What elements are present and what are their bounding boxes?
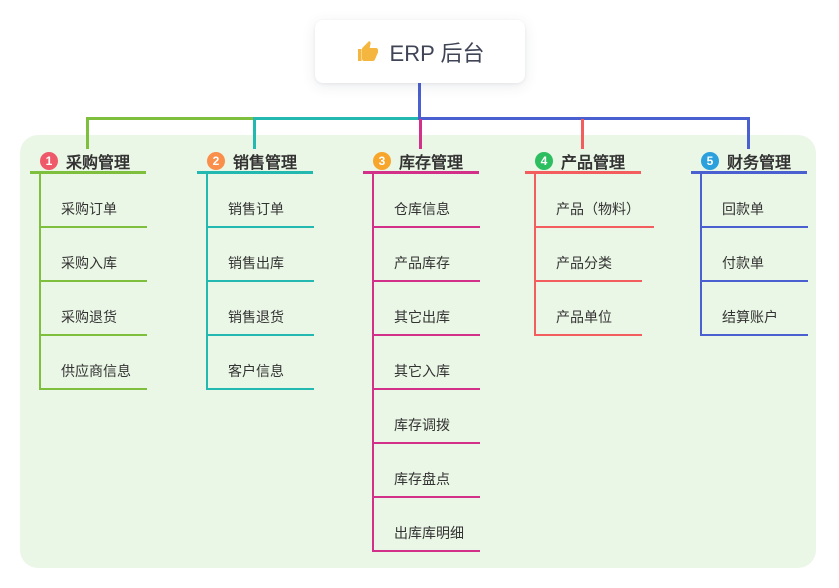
child-topic[interactable]: 其它出库 bbox=[374, 282, 480, 336]
child-topic[interactable]: 回款单 bbox=[702, 174, 808, 228]
branch-topic-finance[interactable]: 5 财务管理 bbox=[691, 150, 808, 174]
branch-column-purchase: 1 采购管理 采购订单采购入库采购退货供应商信息 bbox=[30, 150, 147, 390]
branch-column-inventory: 3 库存管理 仓库信息产品库存其它出库其它入库库存调拨库存盘点出库库明细 bbox=[363, 150, 480, 552]
child-topic[interactable]: 产品单位 bbox=[536, 282, 642, 336]
connector-bar-purchase bbox=[86, 117, 256, 120]
branch-title-label: 采购管理 bbox=[66, 154, 131, 172]
connector-drop-product bbox=[581, 119, 584, 149]
branch-topic-sales[interactable]: 2 销售管理 bbox=[197, 150, 314, 174]
child-topic[interactable]: 结算账户 bbox=[702, 282, 808, 336]
branch-children: 产品（物料）产品分类产品单位 bbox=[534, 174, 654, 336]
connector-drop-inventory bbox=[419, 119, 422, 149]
branch-children: 仓库信息产品库存其它出库其它入库库存调拨库存盘点出库库明细 bbox=[372, 174, 480, 552]
branch-number-badge: 1 bbox=[40, 151, 58, 170]
child-topic[interactable]: 产品（物料） bbox=[536, 174, 654, 228]
branch-number-badge: 5 bbox=[701, 151, 719, 170]
child-topic[interactable]: 采购订单 bbox=[41, 174, 147, 228]
child-topic[interactable]: 仓库信息 bbox=[374, 174, 480, 228]
connector-drop-purchase bbox=[86, 119, 89, 149]
branch-title-label: 财务管理 bbox=[727, 154, 792, 172]
child-topic[interactable]: 销售退货 bbox=[208, 282, 314, 336]
branch-number-badge: 4 bbox=[535, 151, 553, 170]
child-topic[interactable]: 供应商信息 bbox=[41, 336, 147, 390]
branches-panel bbox=[20, 135, 816, 568]
branch-column-finance: 5 财务管理 回款单付款单结算账户 bbox=[691, 150, 808, 336]
child-topic[interactable]: 销售订单 bbox=[208, 174, 314, 228]
child-topic[interactable]: 销售出库 bbox=[208, 228, 314, 282]
child-topic[interactable]: 其它入库 bbox=[374, 336, 480, 390]
root-node-erp[interactable]: ERP 后台 bbox=[315, 20, 525, 83]
connector-bar-finance bbox=[418, 117, 750, 120]
branch-children: 采购订单采购入库采购退货供应商信息 bbox=[39, 174, 147, 390]
branch-children: 回款单付款单结算账户 bbox=[700, 174, 808, 336]
child-topic[interactable]: 采购入库 bbox=[41, 228, 147, 282]
branch-title-label: 销售管理 bbox=[233, 154, 298, 172]
child-topic[interactable]: 库存盘点 bbox=[374, 444, 480, 498]
branch-title-label: 产品管理 bbox=[561, 154, 626, 172]
branch-number-badge: 2 bbox=[207, 151, 225, 170]
child-topic[interactable]: 产品分类 bbox=[536, 228, 642, 282]
root-node-label: ERP 后台 bbox=[389, 40, 485, 66]
child-topic[interactable]: 出库库明细 bbox=[374, 498, 480, 552]
connector-bar-sales bbox=[253, 117, 421, 120]
child-topic[interactable]: 客户信息 bbox=[208, 336, 314, 390]
connector-drop-sales bbox=[253, 119, 256, 149]
child-topic[interactable]: 采购退货 bbox=[41, 282, 147, 336]
branch-column-sales: 2 销售管理 销售订单销售出库销售退货客户信息 bbox=[197, 150, 314, 390]
connector-root-stem bbox=[418, 83, 421, 119]
child-topic[interactable]: 库存调拨 bbox=[374, 390, 480, 444]
thumbs-up-icon bbox=[356, 40, 380, 64]
branch-column-product: 4 产品管理 产品（物料）产品分类产品单位 bbox=[525, 150, 654, 336]
branch-topic-purchase[interactable]: 1 采购管理 bbox=[30, 150, 147, 174]
connector-drop-finance bbox=[747, 119, 750, 149]
branch-topic-product[interactable]: 4 产品管理 bbox=[525, 150, 642, 174]
child-topic[interactable]: 付款单 bbox=[702, 228, 808, 282]
child-topic[interactable]: 产品库存 bbox=[374, 228, 480, 282]
branch-number-badge: 3 bbox=[373, 151, 391, 170]
branch-title-label: 库存管理 bbox=[399, 154, 464, 172]
branch-topic-inventory[interactable]: 3 库存管理 bbox=[363, 150, 480, 174]
branch-children: 销售订单销售出库销售退货客户信息 bbox=[206, 174, 314, 390]
